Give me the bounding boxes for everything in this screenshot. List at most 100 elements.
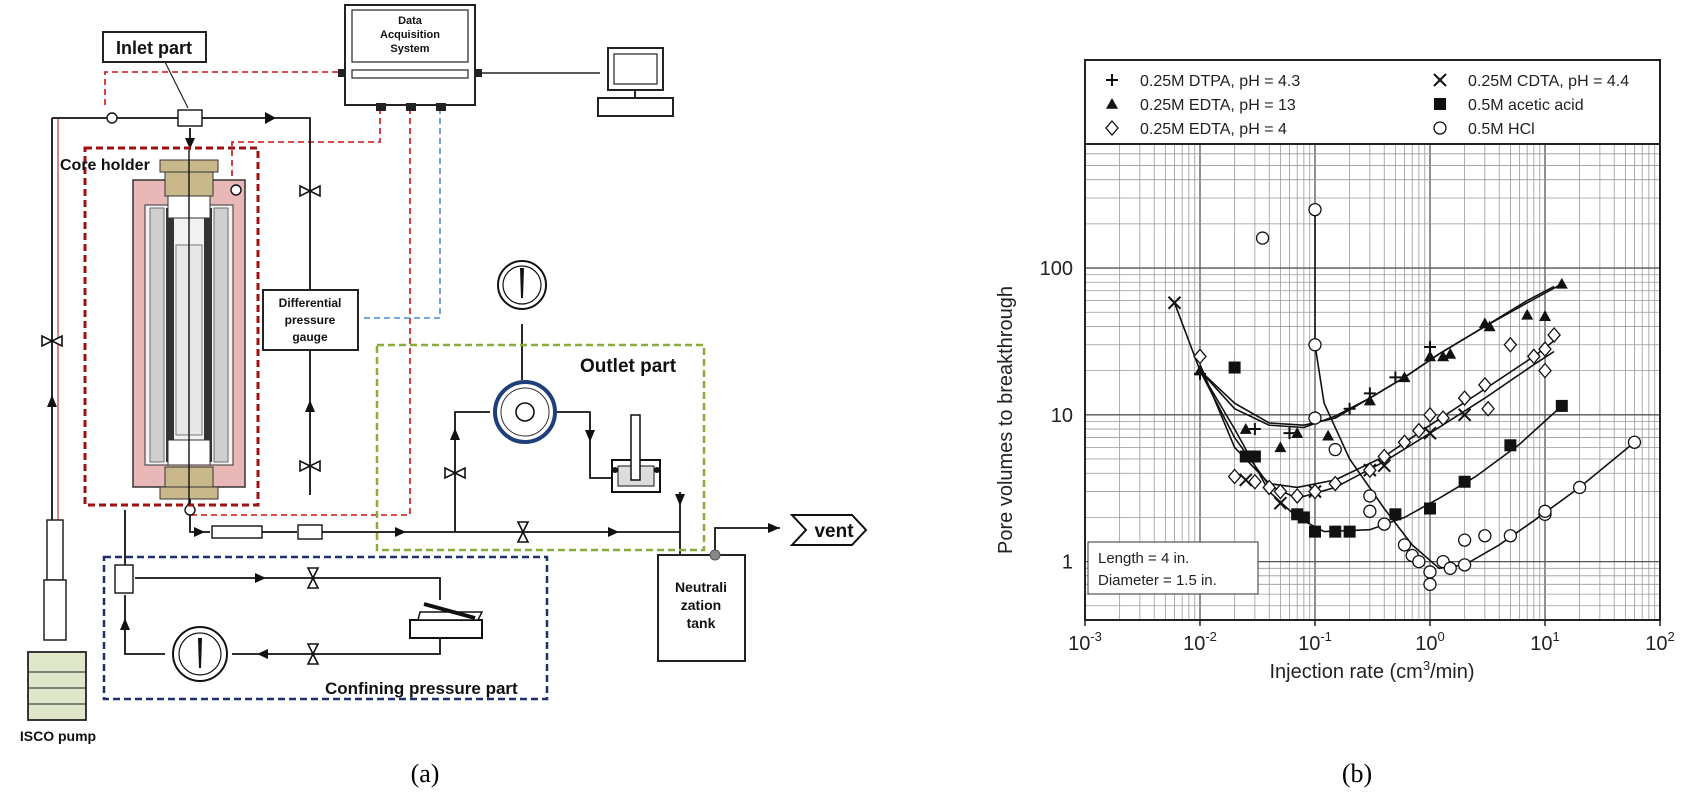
- legend-item-label: 0.25M DTPA, pH = 4.3: [1140, 73, 1300, 90]
- tank-label-line-1: Neutrali: [675, 579, 727, 595]
- data-point-square: [1343, 525, 1356, 538]
- data-point-square: [1389, 508, 1402, 521]
- core-holder-label: Core holder: [60, 157, 150, 174]
- diff-gauge-line-3: gauge: [292, 330, 328, 344]
- note-box: Length = 4 in. Diameter = 1.5 in.: [1087, 541, 1259, 595]
- data-point-circle: [1397, 538, 1412, 552]
- chart-markers: [1167, 202, 1642, 591]
- data-point-circle: [1423, 565, 1437, 579]
- vent: vent: [789, 514, 868, 546]
- data-point-diamond: [1377, 448, 1392, 465]
- diff-gauge-line-1: Differential: [279, 296, 342, 310]
- x-axis-label: Injection rate (cm3/min): [1269, 658, 1474, 683]
- data-point-circle: [1478, 529, 1492, 543]
- data-point-circle: [1572, 480, 1587, 495]
- x-tick-label: 102: [1645, 629, 1674, 655]
- data-point-diamond: [1412, 422, 1426, 439]
- data-point-triangle: [1539, 310, 1551, 321]
- data-point-diamond: [1436, 410, 1450, 427]
- data-point-diamond: [1262, 479, 1277, 496]
- data-point-triangle: [1106, 98, 1118, 109]
- panel-a-schematic: Data Acquisition System Inlet part: [20, 4, 868, 788]
- legend-item-label: 0.25M EDTA, pH = 13: [1140, 97, 1296, 114]
- core-holder: Core holder: [60, 146, 260, 507]
- connectors: [106, 109, 323, 594]
- data-point-cross: [1433, 73, 1447, 87]
- data-point-diamond: [1547, 326, 1561, 343]
- data-point-circle: [1363, 489, 1377, 503]
- data-point-diamond: [1308, 483, 1322, 500]
- isco-pump: ISCO pump: [20, 519, 96, 744]
- data-point-circle: [1457, 558, 1472, 572]
- y-tick-label: 10: [1051, 405, 1073, 427]
- data-point-square: [1228, 361, 1241, 374]
- data-point-square: [1239, 450, 1252, 463]
- data-point-diamond: [1273, 483, 1288, 500]
- x-tick-label: 10-3: [1068, 629, 1102, 655]
- note-length: Length = 4 in.: [1098, 550, 1189, 567]
- valves: [41, 184, 530, 665]
- inlet-part: Inlet part: [102, 31, 207, 109]
- data-point-circle: [1377, 517, 1391, 531]
- series-curve: [1199, 283, 1563, 427]
- vent-label: vent: [814, 521, 854, 542]
- data-point-square: [1424, 502, 1436, 515]
- y-axis-label: Pore volumes to breakthrough: [995, 286, 1017, 554]
- caption-b: (b): [1342, 759, 1372, 788]
- x-tick-label: 10-2: [1183, 629, 1217, 655]
- data-point-triangle: [1274, 441, 1287, 453]
- data-point-circle: [1308, 411, 1322, 425]
- data-point-triangle: [1291, 427, 1304, 438]
- chart-grid: [1084, 143, 1660, 621]
- neutralization-tank: Neutrali zation tank: [657, 549, 746, 662]
- data-point-diamond: [1478, 376, 1492, 393]
- legend-item-label: 0.25M EDTA, pH = 4: [1140, 121, 1287, 138]
- data-point-plus: [1248, 423, 1261, 436]
- x-tick-label: 101: [1530, 629, 1559, 655]
- tank-label-line-2: zation: [681, 597, 721, 613]
- outlet-part-label: Outlet part: [580, 356, 677, 377]
- data-point-diamond: [1538, 341, 1552, 358]
- data-point-diamond: [1397, 434, 1412, 451]
- flow-lines: [51, 117, 780, 655]
- series-curve: [1314, 209, 1636, 570]
- data-point-circle: [1412, 554, 1426, 569]
- das-label-line-3: System: [390, 43, 429, 55]
- data-point-diamond: [1503, 336, 1518, 353]
- data-point-diamond: [1193, 348, 1207, 365]
- data-point-triangle: [1194, 364, 1206, 376]
- outlet-part: Outlet part: [375, 260, 706, 552]
- blue-signal-line: [362, 108, 441, 319]
- data-point-triangle: [1555, 277, 1568, 289]
- data-point-circle: [1457, 533, 1472, 547]
- data-point-circle: [1627, 435, 1642, 449]
- data-point-triangle: [1398, 371, 1411, 383]
- data-point-diamond: [1457, 390, 1472, 407]
- data-point-diamond: [1227, 468, 1242, 485]
- data-point-triangle: [1363, 394, 1376, 406]
- isco-pump-label: ISCO pump: [20, 728, 96, 744]
- note-diameter: Diameter = 1.5 in.: [1098, 572, 1217, 589]
- data-point-diamond: [1363, 462, 1377, 479]
- data-point-cross: [1423, 426, 1437, 440]
- differential-pressure-gauge: Differential pressure gauge: [262, 289, 359, 351]
- caption-a: (a): [411, 759, 440, 788]
- data-point-triangle: [1521, 308, 1534, 320]
- data-point-diamond: [1105, 120, 1119, 136]
- data-point-square: [1434, 98, 1446, 110]
- data-point-circle: [1443, 561, 1457, 575]
- y-tick-label: 100: [1040, 258, 1073, 280]
- data-point-triangle: [1444, 347, 1457, 359]
- data-point-circle: [1423, 577, 1437, 591]
- data-point-square: [1248, 450, 1261, 463]
- data-point-diamond: [1423, 406, 1437, 423]
- data-point-diamond: [1481, 400, 1495, 417]
- data-point-diamond: [1538, 362, 1552, 379]
- data-point-circle: [1538, 504, 1552, 518]
- data-point-circle: [1503, 529, 1518, 543]
